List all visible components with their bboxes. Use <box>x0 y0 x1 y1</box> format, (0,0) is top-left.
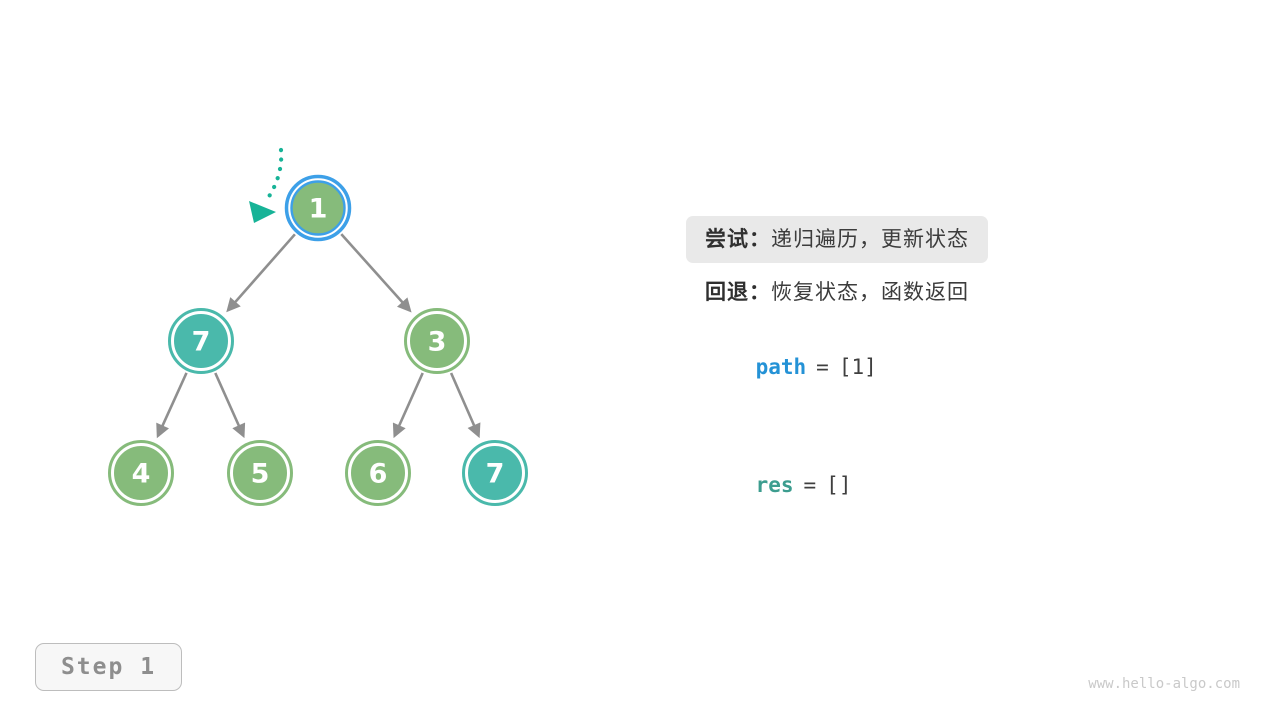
tree-edge-1-3 <box>340 233 412 313</box>
try-text: 递归遍历，更新状态 <box>771 227 969 251</box>
step-badge: Step 1 <box>35 643 182 691</box>
tree-node-value: 7 <box>486 459 505 490</box>
tree-node-7R[interactable]: 7 <box>462 440 528 506</box>
step-badge-label: Step 1 <box>60 654 157 680</box>
path-value: [1] <box>838 355 877 379</box>
path-equals: = <box>816 355 829 379</box>
tree-node-6[interactable]: 6 <box>345 440 411 506</box>
res-variable-line: res = [] <box>705 449 852 521</box>
tree-node-3[interactable]: 3 <box>404 308 470 374</box>
tree-node-5[interactable]: 5 <box>227 440 293 506</box>
try-explanation: 尝试：递归遍历，更新状态 <box>686 216 988 263</box>
tree-node-value: 7 <box>192 327 211 358</box>
path-variable-line: path = [1] <box>705 331 877 403</box>
tree-node-value: 4 <box>132 459 151 490</box>
watermark-url: www.hello-algo.com <box>1088 676 1240 692</box>
tree-edge-7L-5 <box>214 372 246 439</box>
backtrack-text: 恢复状态，函数返回 <box>771 280 969 304</box>
res-value: [] <box>826 473 852 497</box>
tree-node-value: 6 <box>369 459 388 490</box>
traversal-pointer-arrow <box>249 147 284 223</box>
tree-node-1[interactable]: 1 <box>284 174 352 242</box>
tree-edge-3-6 <box>392 372 424 439</box>
res-variable-name: res <box>755 473 794 497</box>
backtrack-label: 回退： <box>705 280 771 304</box>
tree-node-4[interactable]: 4 <box>108 440 174 506</box>
backtrack-explanation: 回退：恢复状态，函数返回 <box>705 278 969 306</box>
pointer-arrowhead-icon <box>249 201 276 223</box>
res-equals: = <box>803 473 817 497</box>
tree-node-value: 3 <box>428 327 447 358</box>
tree-edge-3-7R <box>449 372 481 439</box>
tree-node-value: 1 <box>309 194 328 225</box>
try-label: 尝试： <box>705 227 771 251</box>
tree-edge-1-7L <box>226 233 296 313</box>
tree-edge-7L-4 <box>156 372 188 439</box>
pointer-dotted-path <box>265 147 284 201</box>
tree-node-value: 5 <box>251 459 270 490</box>
tree-node-7L[interactable]: 7 <box>168 308 234 374</box>
path-variable-name: path <box>755 355 807 379</box>
